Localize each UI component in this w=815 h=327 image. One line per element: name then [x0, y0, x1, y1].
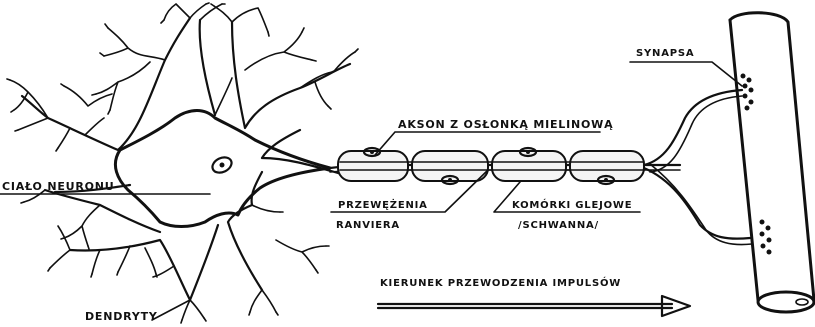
nodes-label-line1: PRZEWĘŻENIA — [338, 197, 428, 211]
target-cell — [730, 13, 814, 312]
synapse-label: SYNAPSA — [636, 48, 694, 59]
dendrites-label: DENDRYTY — [85, 310, 158, 323]
synapse-lower — [760, 220, 772, 255]
axon-terminals — [644, 90, 752, 245]
direction-arrow — [378, 296, 690, 316]
direction-label: KIERUNEK PRZEWODZENIA IMPULSÓW — [380, 276, 621, 289]
glial-label-line2: /SCHWANNA/ — [518, 220, 599, 231]
dendrites-leader — [152, 300, 190, 320]
axon-leader — [375, 132, 600, 155]
nodes-label-line2: RANVIERA — [336, 220, 400, 231]
synapse-upper — [741, 74, 754, 111]
axon — [330, 148, 680, 184]
axon-label: AKSON Z OSŁONKĄ MIELINOWĄ — [398, 118, 613, 131]
synapse-leader — [630, 62, 742, 86]
cell-body — [22, 18, 350, 300]
glial-label-line1: KOMÓRKI GLEJOWE — [512, 198, 632, 211]
cell-body-label: CIAŁO NEURONU — [2, 180, 115, 193]
